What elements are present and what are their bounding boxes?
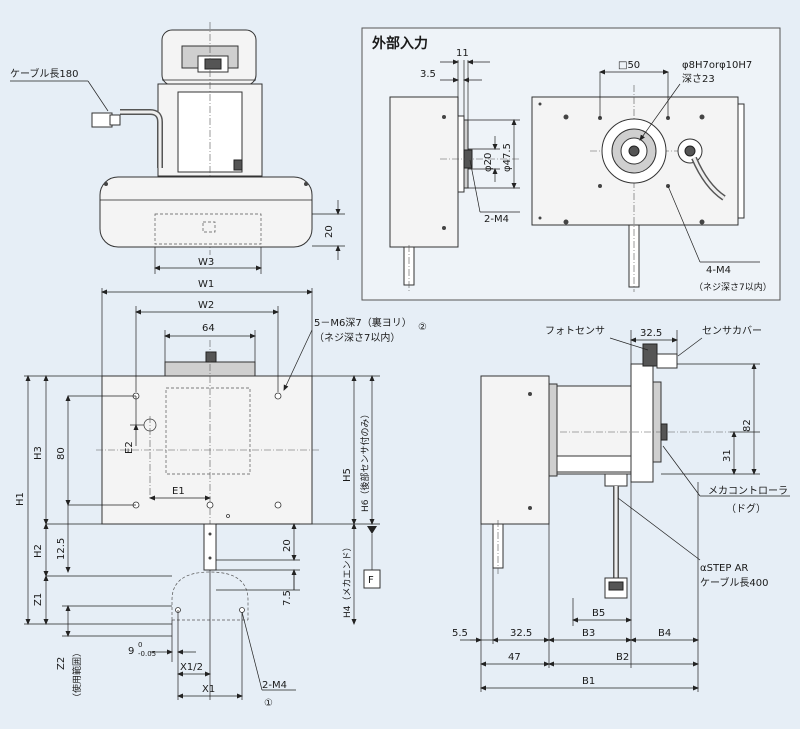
dim-h5: H5 <box>342 468 353 482</box>
dim-z2-sub: （使用範囲） <box>71 648 83 702</box>
dim-x1: X1 <box>202 684 215 695</box>
bore-label: φ8H7orφ10H7 <box>682 60 752 71</box>
mecha-controller-dog-label: （ドグ） <box>726 502 766 515</box>
dim-e2: E2 <box>124 441 135 454</box>
dim-w2: W2 <box>198 300 214 311</box>
dim-3-5: 3.5 <box>420 69 436 80</box>
mecha-controller-label: メカコントローラ <box>708 485 788 497</box>
dim-b2: B2 <box>616 652 629 663</box>
front-view <box>96 340 320 621</box>
dim-e1: E1 <box>172 486 185 497</box>
cable-length-180-label: ケーブル長180 <box>10 67 79 80</box>
dim-b4: B4 <box>658 628 671 639</box>
four-m4-depth-label: （ネジ深さ7以内） <box>694 281 772 293</box>
dim-20-rod: 20 <box>282 539 293 552</box>
dim-z1: Z1 <box>33 593 44 606</box>
side-view <box>480 343 730 599</box>
circle-1-label: ① <box>264 698 273 709</box>
dim-b3: B3 <box>582 628 595 639</box>
dim-h3: H3 <box>33 446 44 460</box>
dim-12-5: 12.5 <box>56 538 67 560</box>
cable-length-400-label: ケーブル長400 <box>700 576 769 589</box>
dim-82: 82 <box>742 419 753 432</box>
sensor-cover-label: センサカバー <box>702 325 762 337</box>
alpha-step-label: αSTEP AR <box>700 563 748 574</box>
dim-80: 80 <box>56 447 67 460</box>
external-input-panel: 外部入力 11 3.5 φ20 φ47.5 2-M4 <box>361 27 781 301</box>
dim-h6: H6（後部センサ付のみ） <box>359 410 371 513</box>
dim-sq50: □50 <box>618 60 640 71</box>
m6-depth-label: 5－M6深7（裏ヨリ） <box>314 316 412 329</box>
four-m4-label: 4-M4 <box>706 265 731 276</box>
photo-sensor-label: フォトセンサ <box>545 325 605 337</box>
dim-7-5: 7.5 <box>282 590 293 606</box>
dim-w3: W3 <box>198 257 214 268</box>
dim-b1: B1 <box>582 676 595 687</box>
dim-20-top: 20 <box>324 225 335 238</box>
dim-dia-20: φ20 <box>483 153 494 172</box>
dim-w1: W1 <box>198 279 214 290</box>
external-input-title: 外部入力 <box>372 35 428 52</box>
dim-h1: H1 <box>15 492 26 506</box>
f-label: F <box>368 575 374 586</box>
dim-32-5-top: 32.5 <box>640 328 662 339</box>
two-m4-bottom-label: 2-M4 <box>262 680 287 691</box>
circle-2-label: ② <box>418 322 427 333</box>
dim-x1-half: X1/2 <box>180 662 203 673</box>
dim-9-tol-zero: 0 <box>138 641 142 649</box>
dim-5-5: 5.5 <box>452 628 468 639</box>
dim-31: 31 <box>722 449 733 462</box>
dim-9-tol: -0.05 <box>138 650 156 658</box>
m6-screw-depth-label: （ネジ深さ7以内） <box>314 331 400 344</box>
dim-b5: B5 <box>592 608 605 619</box>
dim-9: 9 <box>128 646 134 657</box>
dim-z2: Z2 <box>56 657 67 670</box>
dim-64: 64 <box>202 323 215 334</box>
two-m4-top-label: 2-M4 <box>484 214 509 225</box>
top-view <box>91 22 313 255</box>
bore-depth-label: 深さ23 <box>682 73 715 85</box>
dim-47: 47 <box>508 652 521 663</box>
dim-32-5-bottom: 32.5 <box>510 628 532 639</box>
dim-h4: H4（メカエンド） <box>342 543 353 619</box>
dim-dia-47-5: φ47.5 <box>502 143 513 172</box>
dim-h2: H2 <box>33 544 44 558</box>
dim-11: 11 <box>456 48 469 59</box>
